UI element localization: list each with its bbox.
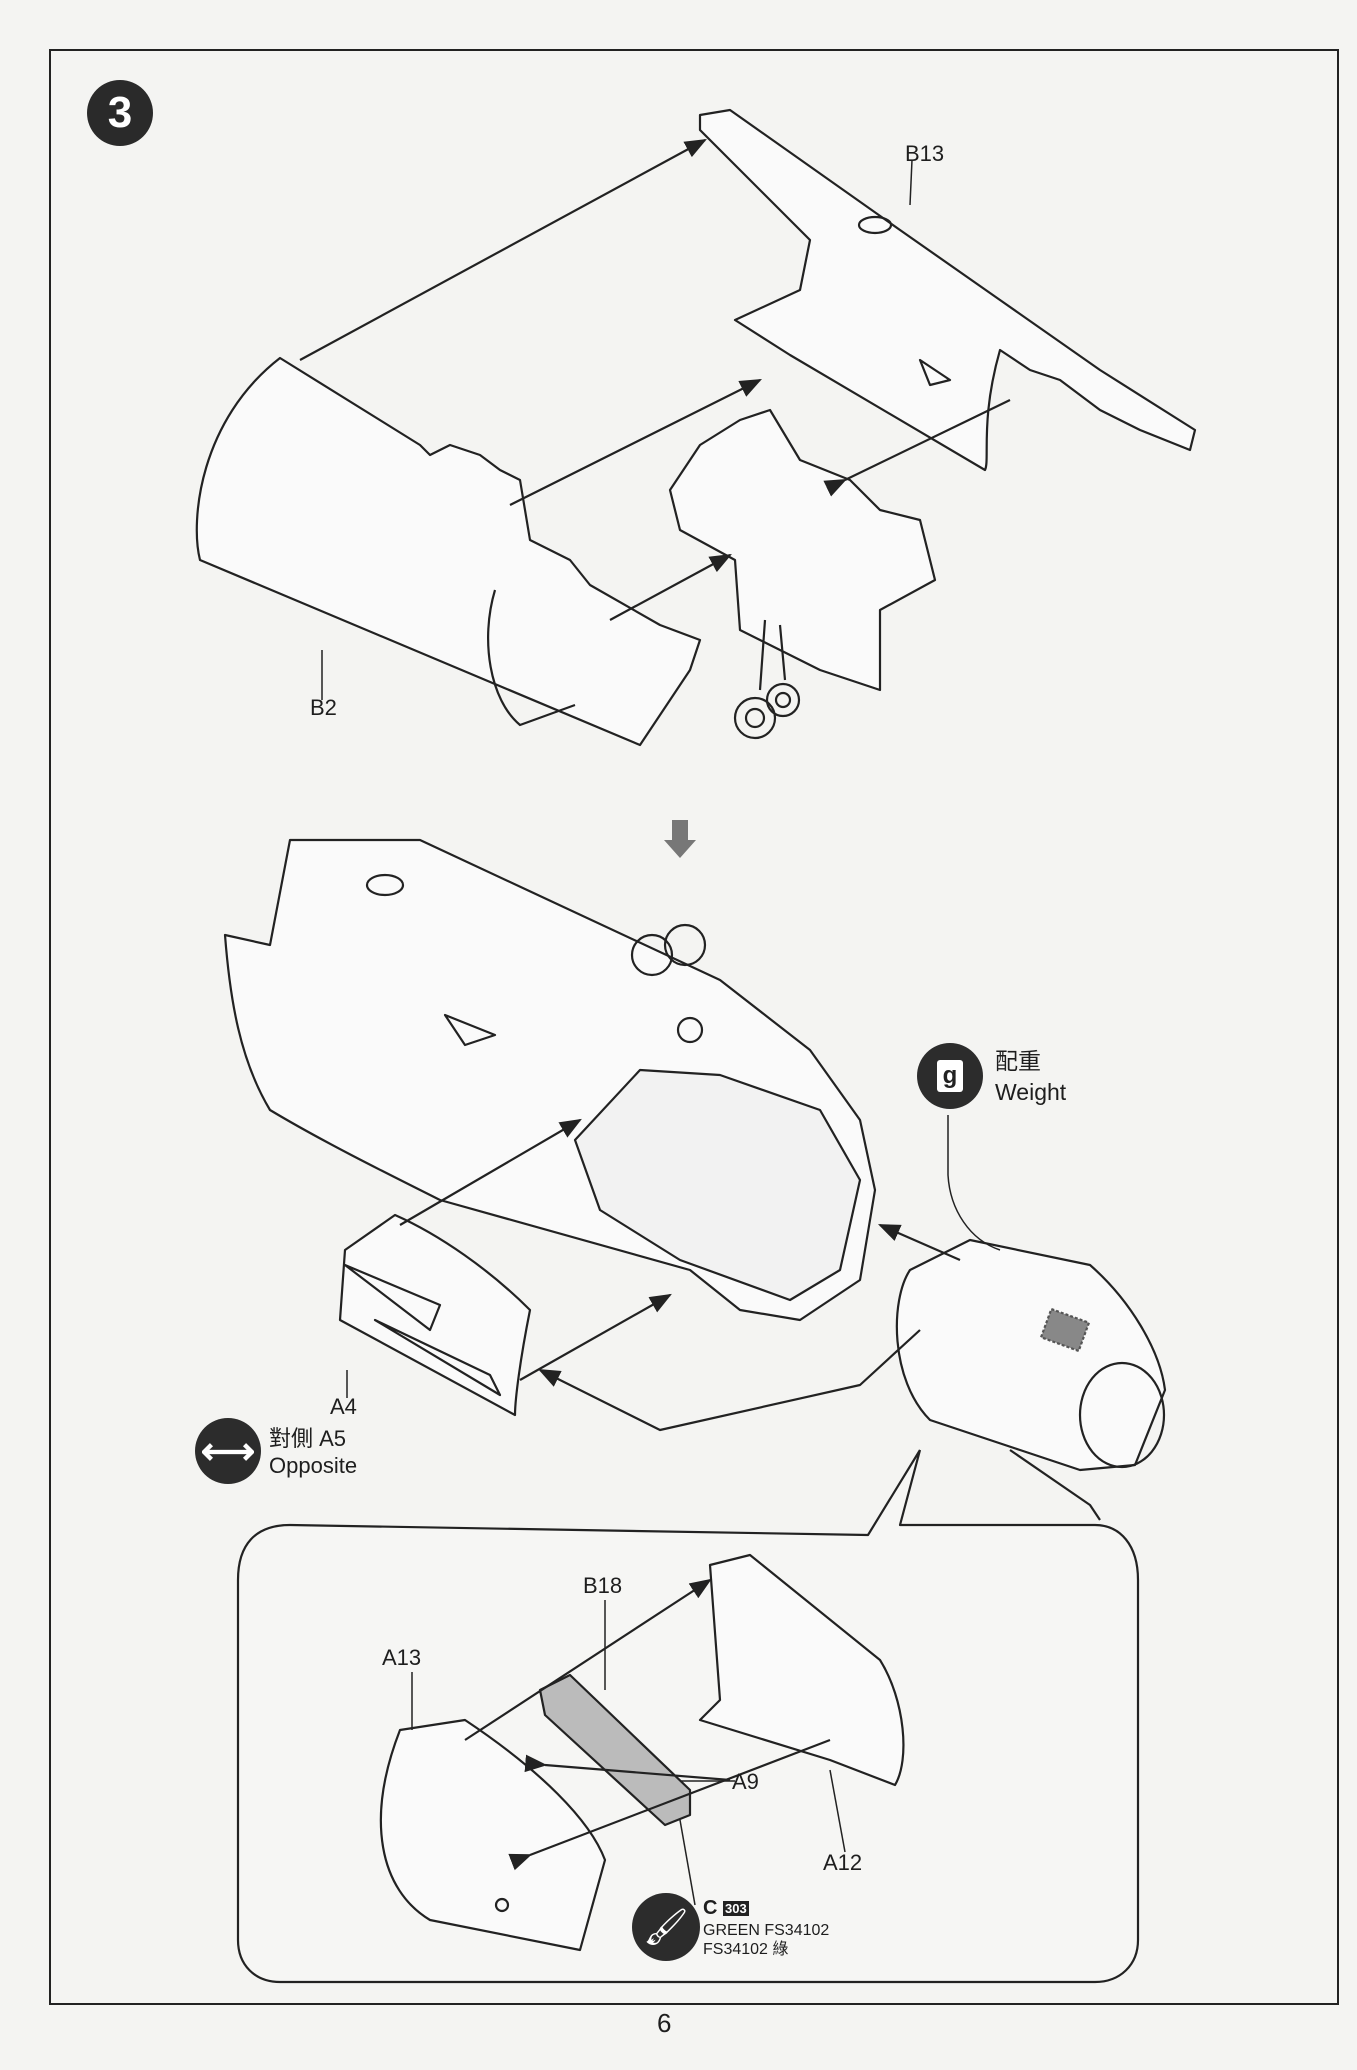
part-label-a12: A12 (823, 1850, 863, 1875)
paint-code-letter: C (703, 1897, 718, 1919)
page-number: 6 (657, 2008, 672, 2038)
cockpit-tub (668, 408, 937, 740)
paint-name-en: GREEN FS34102 (703, 1922, 830, 1939)
fuselage-half-b13 (698, 108, 1197, 472)
nose-cone (895, 1238, 1167, 1521)
part-label-b18: B18 (583, 1573, 623, 1598)
part-label-a13: A13 (382, 1645, 422, 1670)
paint-brush-icon: 🖌 (632, 1893, 700, 1961)
weight-label-en: Weight (995, 1079, 1067, 1105)
paint-code: C 303 (703, 1898, 749, 1918)
down-arrow-icon (664, 820, 696, 858)
panel-a4 (338, 1213, 532, 1417)
opposite-label-cn: 對側 A5 (269, 1426, 347, 1451)
weight-glyph: g (936, 1060, 964, 1092)
part-label-a4: A4 (330, 1394, 357, 1419)
fuselage-half-b2 (195, 356, 702, 747)
fuselage-assembled (223, 838, 877, 1322)
paint-code-number: 303 (723, 1901, 749, 1917)
paint-name-cn: FS34102 綠 (703, 1941, 789, 1958)
double-arrow-icon: ⟷ (195, 1418, 261, 1484)
weight-icon: g (917, 1043, 983, 1109)
opposite-label-en: Opposite (269, 1453, 358, 1478)
weight-label-cn: 配重 (995, 1048, 1041, 1074)
part-label-b13: B13 (905, 141, 945, 166)
step-number-badge: 3 (87, 80, 153, 146)
part-label-a9: A9 (732, 1769, 759, 1794)
detail-inset (236, 1449, 1140, 1984)
page-frame (49, 49, 1339, 2005)
part-label-b2: B2 (310, 695, 337, 720)
